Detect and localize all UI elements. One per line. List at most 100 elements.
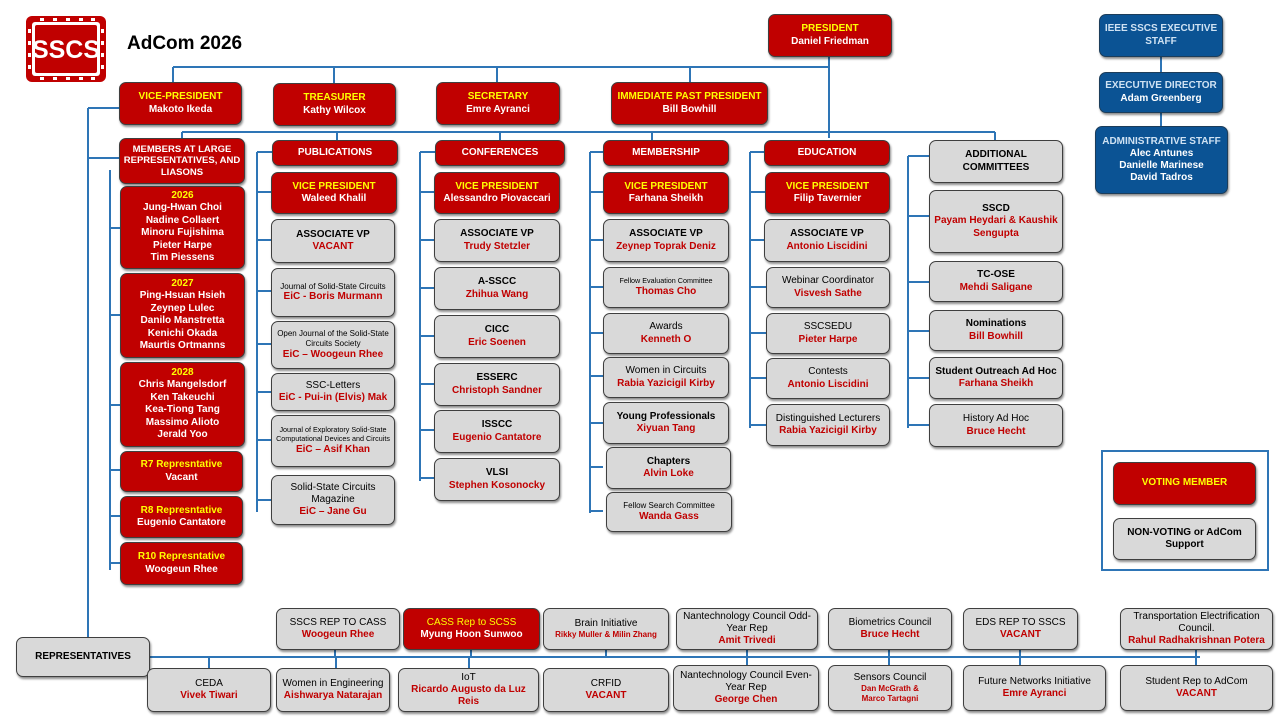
jssc-box[interactable]: Journal of Solid-State Circuits EiC - Bo… xyxy=(271,268,395,317)
members-2027-box[interactable]: 2027 Ping-Hsuan Hsieh Zeynep Lulec Danil… xyxy=(120,273,245,358)
jxcdc-box[interactable]: Journal of Exploratory Solid-State Compu… xyxy=(271,415,395,467)
officer-name: Makoto Ikeda xyxy=(148,103,213,115)
rep-name: Rahul Radhakrishnan Potera xyxy=(1128,635,1265,647)
history-ad-hoc-box[interactable]: History Ad Hoc Bruce Hecht xyxy=(929,404,1063,447)
conferences-heading-box[interactable]: CONFERENCES xyxy=(435,140,565,166)
president-box[interactable]: PRESIDENT Daniel Friedman xyxy=(768,14,892,57)
president-name: Daniel Friedman xyxy=(791,35,869,47)
members-2028-box[interactable]: 2028 Chris Mangelsdorf Ken Takeuchi Kea-… xyxy=(120,362,245,447)
rep-transportation-electrification[interactable]: Transportation Electrification Council. … xyxy=(1120,608,1273,650)
members-at-large-heading: MEMBERS AT LARGE REPRESENTATIVES, AND LI… xyxy=(123,143,241,178)
rep-women-in-engineering[interactable]: Women in Engineering Aishwarya Natarajan xyxy=(276,668,390,712)
young-professionals-box[interactable]: Young Professionals Xiyuan Tang xyxy=(603,402,729,444)
item-name: Eugenio Cantatore xyxy=(452,431,542,443)
webinar-coordinator-box[interactable]: Webinar Coordinator Visvesh Sathe xyxy=(766,267,890,308)
women-in-circuits-box[interactable]: Women in Circuits Rabia Yazicigil Kirby xyxy=(603,357,729,398)
education-associate-vp-box[interactable]: ASSOCIATE VP Antonio Liscidini xyxy=(764,219,890,262)
vp-title: VICE PRESIDENT xyxy=(455,180,539,192)
education-vp-box[interactable]: VICE PRESIDENT Filip Tavernier xyxy=(765,172,890,214)
membership-vp-box[interactable]: VICE PRESIDENT Farhana Sheikh xyxy=(603,172,729,214)
student-outreach-box[interactable]: Student Outreach Ad Hoc Farhana Sheikh xyxy=(929,357,1063,399)
item-name: Thomas Cho xyxy=(635,285,697,297)
conferences-vp-box[interactable]: VICE PRESIDENT Alessandro Piovaccari xyxy=(434,172,560,214)
rep-name: VACANT xyxy=(585,690,627,701)
executive-staff-box[interactable]: IEEE SSCS EXECUTIVE STAFF xyxy=(1099,14,1223,57)
rep-nanotech-even[interactable]: Nantechnology Council Even-Year Rep Geor… xyxy=(673,665,819,711)
rep-sscs-to-cass[interactable]: SSCS REP TO CASS Woogeun Rhee xyxy=(276,608,400,650)
item-name: Alvin Loke xyxy=(643,468,694,479)
rep-title: IoT xyxy=(461,671,476,683)
rep-cass-to-scss[interactable]: CASS Rep to SCSS Myung Hoon Sunwoo xyxy=(403,608,540,650)
r7-rep-box[interactable]: R7 Represntative Vacant xyxy=(120,451,243,492)
r10-rep-box[interactable]: R10 Represntative Woogeun Rhee xyxy=(120,542,243,585)
treasurer-box[interactable]: TREASURER Kathy Wilcox xyxy=(273,83,396,126)
nominations-box[interactable]: Nominations Bill Bowhill xyxy=(929,310,1063,351)
member-name: Nadine Collaert xyxy=(145,214,220,226)
rep-student-to-adcom[interactable]: Student Rep to AdCom VACANT xyxy=(1120,665,1273,711)
staff-name: Alec Antunes xyxy=(1129,147,1194,159)
vp-name: Filip Tavernier xyxy=(793,193,862,204)
rep-brain-initiative[interactable]: Brain Initiative Rikky Muller & Milin Zh… xyxy=(543,608,669,650)
rep-name: Dan McGrath & xyxy=(861,684,919,694)
awards-box[interactable]: Awards Kenneth O xyxy=(603,313,729,354)
representatives-heading-box[interactable]: REPRESENTATIVES xyxy=(16,637,150,677)
item-name: Bruce Hecht xyxy=(966,425,1026,437)
item-title: Webinar Coordinator xyxy=(781,275,875,287)
fellow-evaluation-box[interactable]: Fellow Evaluation Committee Thomas Cho xyxy=(603,267,729,308)
membership-heading: MEMBERSHIP xyxy=(632,146,700,158)
rep-sensors-council[interactable]: Sensors Council Dan McGrath & Marco Tart… xyxy=(828,665,952,711)
secretary-box[interactable]: SECRETARY Emre Ayranci xyxy=(436,82,560,125)
additional-committees-heading-box[interactable]: ADDITIONAL COMMITTEES xyxy=(929,140,1063,183)
ojsscs-box[interactable]: Open Journal of the Solid-State Circuits… xyxy=(271,321,395,369)
rep-crfid[interactable]: CRFID VACANT xyxy=(543,668,669,712)
rep-future-networks[interactable]: Future Networks Initiative Emre Ayranci xyxy=(963,665,1106,711)
membership-heading-box[interactable]: MEMBERSHIP xyxy=(603,140,729,166)
fellow-search-box[interactable]: Fellow Search Committee Wanda Gass xyxy=(606,492,732,532)
ssc-magazine-box[interactable]: Solid-State Circuits Magazine EiC – Jane… xyxy=(271,475,395,525)
vlsi-box[interactable]: VLSI Stephen Kosonocky xyxy=(434,458,560,501)
membership-associate-vp-box[interactable]: ASSOCIATE VP Zeynep Toprak Deniz xyxy=(603,219,729,262)
publications-associate-vp-box[interactable]: ASSOCIATE VP VACANT xyxy=(271,219,395,263)
r8-rep-box[interactable]: R8 Represntative Eugenio Cantatore xyxy=(120,496,243,538)
rep-biometrics-council[interactable]: Biometrics Council Bruce Hecht xyxy=(828,608,952,650)
a-sscc-box[interactable]: A-SSCC Zhihua Wang xyxy=(434,267,560,310)
immediate-past-president-box[interactable]: IMMEDIATE PAST PRESIDENT Bill Bowhill xyxy=(611,82,768,125)
ssc-letters-box[interactable]: SSC-Letters EiC - Pui-in (Elvis) Mak xyxy=(271,373,395,411)
staff-name: David Tadros xyxy=(1130,172,1193,184)
members-at-large-heading-box[interactable]: MEMBERS AT LARGE REPRESENTATIVES, AND LI… xyxy=(119,138,245,184)
contests-box[interactable]: Contests Antonio Liscidini xyxy=(766,358,890,399)
item-title: Student Outreach Ad Hoc xyxy=(935,365,1057,377)
rep-nanotech-odd[interactable]: Nantechnology Council Odd-Year Rep Amit … xyxy=(676,608,818,650)
region-name: Woogeun Rhee xyxy=(145,563,218,575)
rep-iot[interactable]: IoT Ricardo Augusto da Luz Reis xyxy=(398,668,539,712)
education-heading-box[interactable]: EDUCATION xyxy=(764,140,890,166)
cicc-box[interactable]: CICC Eric Soenen xyxy=(434,315,560,358)
administrative-staff-box[interactable]: ADMINISTRATIVE STAFF Alec Antunes Daniel… xyxy=(1095,126,1228,194)
member-name: Ken Takeuchi xyxy=(150,391,215,403)
distinguished-lecturers-box[interactable]: Distinguished Lecturers Rabia Yazicigil … xyxy=(766,404,890,446)
esserc-box[interactable]: ESSERC Christoph Sandner xyxy=(434,363,560,406)
item-name: Eric Soenen xyxy=(468,336,526,348)
publications-heading-box[interactable]: PUBLICATIONS xyxy=(272,140,398,166)
sscsedu-box[interactable]: SSCSEDU Pieter Harpe xyxy=(766,313,890,354)
rep-title: Biometrics Council xyxy=(848,616,932,628)
conferences-associate-vp-box[interactable]: ASSOCIATE VP Trudy Stetzler xyxy=(434,219,560,262)
tc-ose-box[interactable]: TC-OSE Mehdi Saligane xyxy=(929,261,1063,302)
member-name: Kenichi Okada xyxy=(147,327,218,339)
rep-eds-to-sscs[interactable]: EDS REP TO SSCS VACANT xyxy=(963,608,1078,650)
item-title: Fellow Evaluation Committee xyxy=(619,276,713,286)
item-name: EiC – Asif Khan xyxy=(295,443,371,455)
publications-vp-box[interactable]: VICE PRESIDENT Waleed Khalil xyxy=(271,172,397,214)
member-name: Pieter Harpe xyxy=(153,239,212,251)
isscc-box[interactable]: ISSCC Eugenio Cantatore xyxy=(434,410,560,453)
members-2026-box[interactable]: 2026 Jung-Hwan Choi Nadine Collaert Mino… xyxy=(120,186,245,269)
chapters-box[interactable]: Chapters Alvin Loke xyxy=(606,447,731,489)
rep-title: Transportation Electrification Council. xyxy=(1133,610,1260,634)
vice-president-box[interactable]: VICE-PRESIDENT Makoto Ikeda xyxy=(119,82,242,125)
region-title: R10 Represntative xyxy=(137,551,226,563)
item-title: Women in Circuits xyxy=(625,365,707,377)
executive-director-box[interactable]: EXECUTIVE DIRECTOR Adam Greenberg xyxy=(1099,72,1223,113)
rep-title: SSCS REP TO CASS xyxy=(289,616,387,628)
sscd-box[interactable]: SSCD Payam Heydari & Kaushik Sengupta xyxy=(929,190,1063,253)
rep-ceda[interactable]: CEDA Vivek Tiwari xyxy=(147,668,271,712)
